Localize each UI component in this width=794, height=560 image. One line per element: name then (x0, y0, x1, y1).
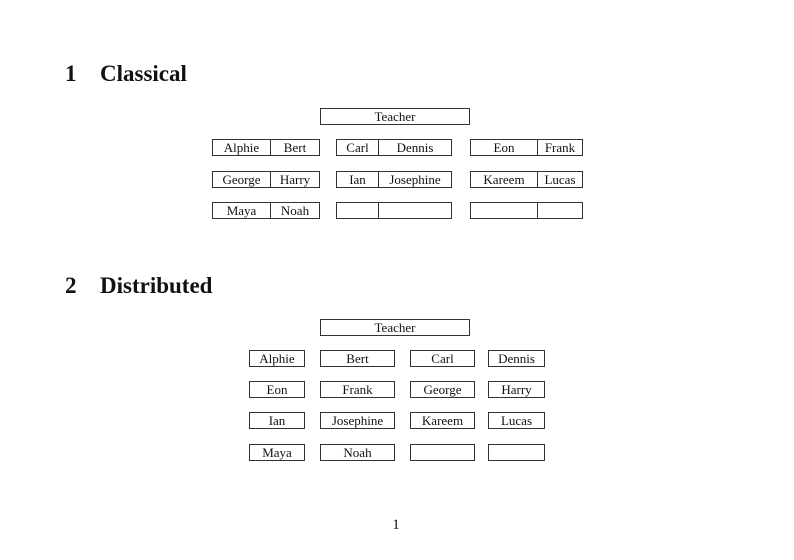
student-name: Frank (342, 382, 373, 397)
desk-cell: Eon (471, 140, 538, 155)
desk-box: Maya Noah (212, 202, 320, 219)
section-title: Distributed (100, 273, 213, 298)
desk-cell: Maya (213, 203, 271, 218)
student-name: Josephine (331, 413, 384, 428)
desk-box: George Harry (212, 171, 320, 188)
desk-box: Ian Josephine (336, 171, 452, 188)
desk-box-empty (470, 202, 583, 219)
desk-cell: George (213, 172, 271, 187)
desk-cell: Ian (337, 172, 379, 187)
desk-cell: Bert (283, 140, 307, 155)
desk-cell: Dennis (396, 140, 434, 155)
desk-cell: Kareem (471, 172, 538, 187)
section-number: 1 (65, 61, 77, 86)
desk-box: Kareem Lucas (470, 171, 583, 188)
desk-cell (337, 203, 379, 218)
student-name: George (423, 382, 462, 397)
seat-box: Frank (320, 381, 395, 398)
section-title: Classical (100, 61, 187, 86)
seat-box: Bert (320, 350, 395, 367)
desk-cell: Harry (279, 172, 311, 187)
student-name: Dennis (498, 351, 535, 366)
seat-box: Noah (320, 444, 395, 461)
seat-box: Josephine (320, 412, 395, 429)
desk-cell: Frank (544, 140, 576, 155)
desk-cell (538, 203, 582, 218)
student-name: Maya (262, 445, 292, 460)
seat-box-empty (410, 444, 475, 461)
student-name: Harry (501, 382, 532, 397)
seat-box: Lucas (488, 412, 545, 429)
desk-box: Eon Frank (470, 139, 583, 156)
student-name: Kareem (421, 413, 464, 428)
section-heading-distributed: 2 Distributed (65, 273, 212, 299)
seat-box: Eon (249, 381, 305, 398)
student-name: Lucas (500, 413, 533, 428)
teacher-box-distributed: Teacher (320, 319, 470, 336)
section-heading-classical: 1 Classical (65, 61, 187, 87)
desk-box: Carl Dennis (336, 139, 452, 156)
seat-box-empty (488, 444, 545, 461)
desk-cell: Noah (280, 203, 310, 218)
teacher-box-classical: Teacher (320, 108, 470, 125)
desk-cell: Carl (337, 140, 379, 155)
seat-box: George (410, 381, 475, 398)
seat-box: Harry (488, 381, 545, 398)
student-name: Ian (268, 413, 286, 428)
seat-box: Kareem (410, 412, 475, 429)
page-number: 1 (392, 517, 400, 533)
seat-box: Carl (410, 350, 475, 367)
section-number: 2 (65, 273, 77, 298)
desk-cell (379, 203, 451, 218)
desk-cell (471, 203, 538, 218)
student-name: Alphie (259, 351, 295, 366)
teacher-label: Teacher (374, 109, 416, 124)
student-name: Eon (266, 382, 288, 397)
desk-cell: Josephine (389, 172, 441, 187)
desk-box: Alphie Bert (212, 139, 320, 156)
teacher-label: Teacher (374, 320, 416, 335)
seat-box: Ian (249, 412, 305, 429)
student-name: Noah (343, 445, 372, 460)
student-name: Bert (346, 351, 369, 366)
seat-box: Alphie (249, 350, 305, 367)
student-name: Carl (431, 351, 454, 366)
desk-cell: Alphie (213, 140, 271, 155)
desk-box-empty (336, 202, 452, 219)
desk-cell: Lucas (544, 172, 576, 187)
seat-box: Dennis (488, 350, 545, 367)
seat-box: Maya (249, 444, 305, 461)
